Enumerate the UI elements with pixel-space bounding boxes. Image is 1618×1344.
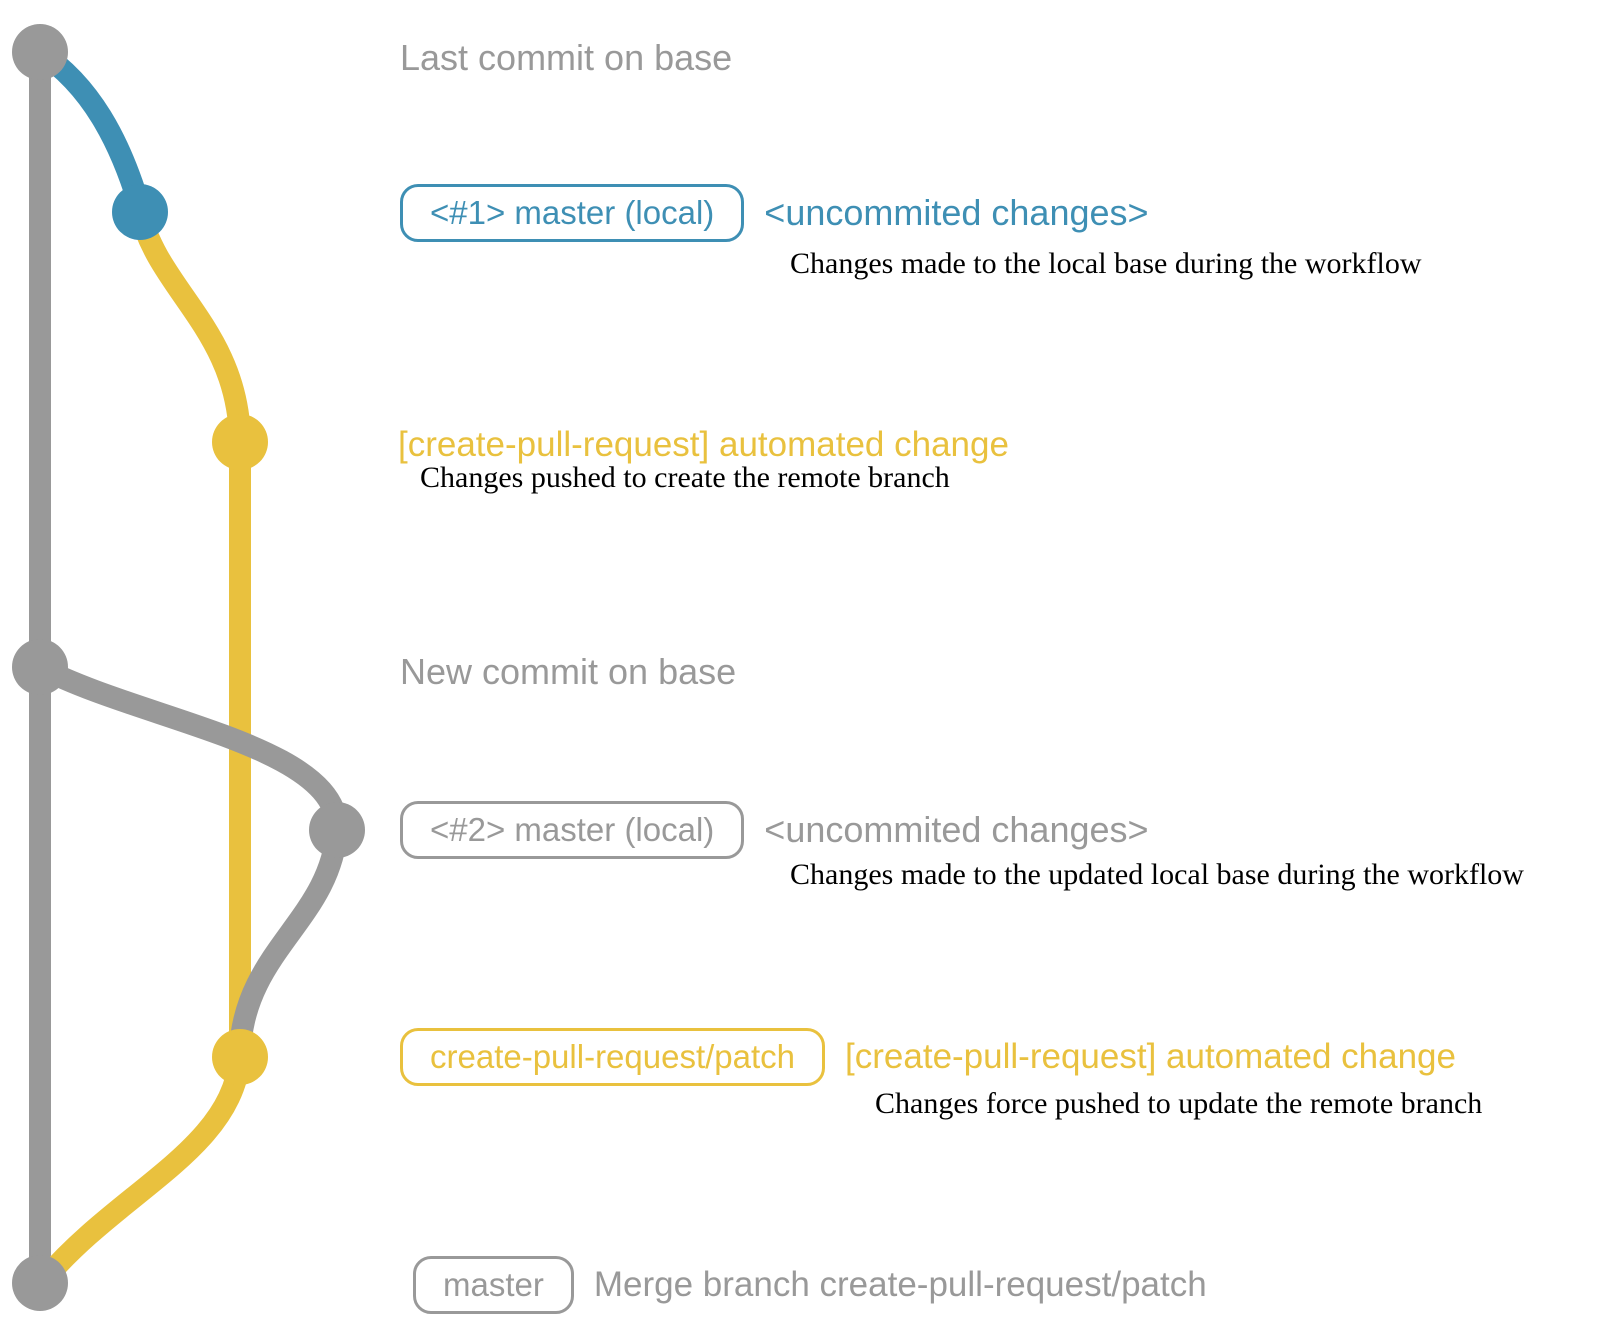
commit-title-automated-change-2: [create-pull-request] automated change [845,1037,1456,1076]
commit-desc-uncommited-changes-1: Changes made to the local base during th… [790,247,1422,280]
patch-merge-curve [35,1055,251,1288]
commit-desc-automated-change-1: Changes pushed to create the remote bran… [420,461,950,494]
commit-dot-automated-change-1 [212,414,268,470]
row-local-master-1: <#1> master (local) <uncommited changes> [400,184,1149,242]
commit-title-uncommited-changes-2: <uncommited changes> [764,809,1149,850]
branch-badge-create-pull-request-patch: create-pull-request/patch [400,1028,826,1086]
commit-dot-uncommited-changes-2 [309,802,365,858]
row-local-master-2: <#2> master (local) <uncommited changes> [400,801,1149,859]
commit-dot-last-commit-on-base [12,24,68,80]
commit-dot-merge-commit [12,1255,68,1311]
row-patch-branch: create-pull-request/patch [create-pull-r… [400,1028,1456,1086]
label-new-commit-on-base: New commit on base [400,651,737,692]
commit-title-uncommited-changes-1: <uncommited changes> [764,192,1149,233]
branch-badge-master: master [413,1256,574,1314]
commit-dot-new-commit-on-base [12,639,68,695]
row-merge-commit: master Merge branch create-pull-request/… [413,1256,1207,1314]
branch-badge-master-local-2: <#2> master (local) [400,801,745,859]
label-last-commit-on-base: Last commit on base [400,37,733,78]
commit-dot-automated-change-2 [212,1029,268,1085]
commit-dot-uncommited-changes-1 [112,184,168,240]
patch-branch-line [129,209,251,1057]
commit-desc-uncommited-changes-2: Changes made to the updated local base d… [790,858,1524,891]
force-push-curve [229,828,348,1051]
commit-title-merge-branch: Merge branch create-pull-request/patch [593,1265,1207,1304]
commit-desc-automated-change-2: Changes force pushed to update the remot… [875,1087,1483,1120]
commit-title-automated-change-1: [create-pull-request] automated change [398,425,1009,464]
branch-badge-master-local-1: <#1> master (local) [400,184,745,242]
updated-local-branch-curve [34,657,348,830]
